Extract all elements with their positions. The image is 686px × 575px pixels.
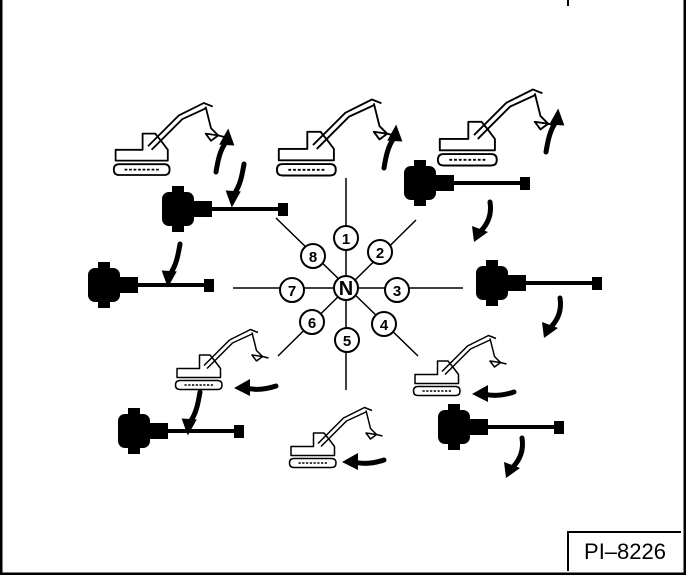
position-5: 5 (334, 327, 360, 353)
joystick-control-icon (118, 408, 244, 454)
excavator-icon (436, 88, 557, 167)
position-label-3: 3 (393, 283, 401, 300)
excavator-icon (174, 328, 270, 391)
joystick-control-icon (476, 260, 602, 306)
position-label-5: 5 (343, 333, 351, 350)
position-label-8: 8 (309, 249, 317, 266)
excavator-icon (288, 406, 384, 469)
motion-arrow-icon (226, 164, 245, 207)
motion-arrow-icon (182, 392, 201, 435)
figure-id-label: PI–8226 (567, 531, 681, 571)
position-label-1: 1 (342, 231, 350, 248)
position-2: 2 (367, 239, 393, 265)
position-6: 6 (299, 309, 325, 335)
motion-arrow-icon (545, 109, 564, 152)
position-8: 8 (300, 243, 326, 269)
motion-arrow-icon (542, 298, 561, 338)
position-label-4: 4 (380, 317, 389, 334)
neutral-position: N (333, 275, 359, 301)
position-3: 3 (384, 277, 410, 303)
joystick-control-icon (438, 404, 564, 450)
neutral-label: N (339, 278, 353, 300)
excavator-icon (412, 334, 508, 397)
motion-arrow-icon (504, 438, 523, 478)
position-label-6: 6 (308, 315, 316, 332)
position-1: 1 (333, 225, 359, 251)
joystick-control-icon (88, 262, 214, 308)
position-7: 7 (279, 277, 305, 303)
motion-arrow-icon (342, 453, 384, 470)
motion-arrow-icon (234, 379, 276, 396)
joystick-control-icon (404, 160, 530, 206)
motion-arrow-icon (383, 125, 402, 168)
joystick-control-icon (162, 186, 288, 232)
motion-arrow-icon (472, 385, 514, 402)
motion-arrow-icon (472, 202, 491, 242)
excavator-icon (275, 98, 396, 177)
position-label-7: 7 (288, 283, 296, 300)
position-4: 4 (371, 311, 397, 337)
motion-arrow-icon (162, 244, 181, 287)
position-label-2: 2 (376, 245, 384, 262)
excavator-icon (112, 102, 227, 176)
